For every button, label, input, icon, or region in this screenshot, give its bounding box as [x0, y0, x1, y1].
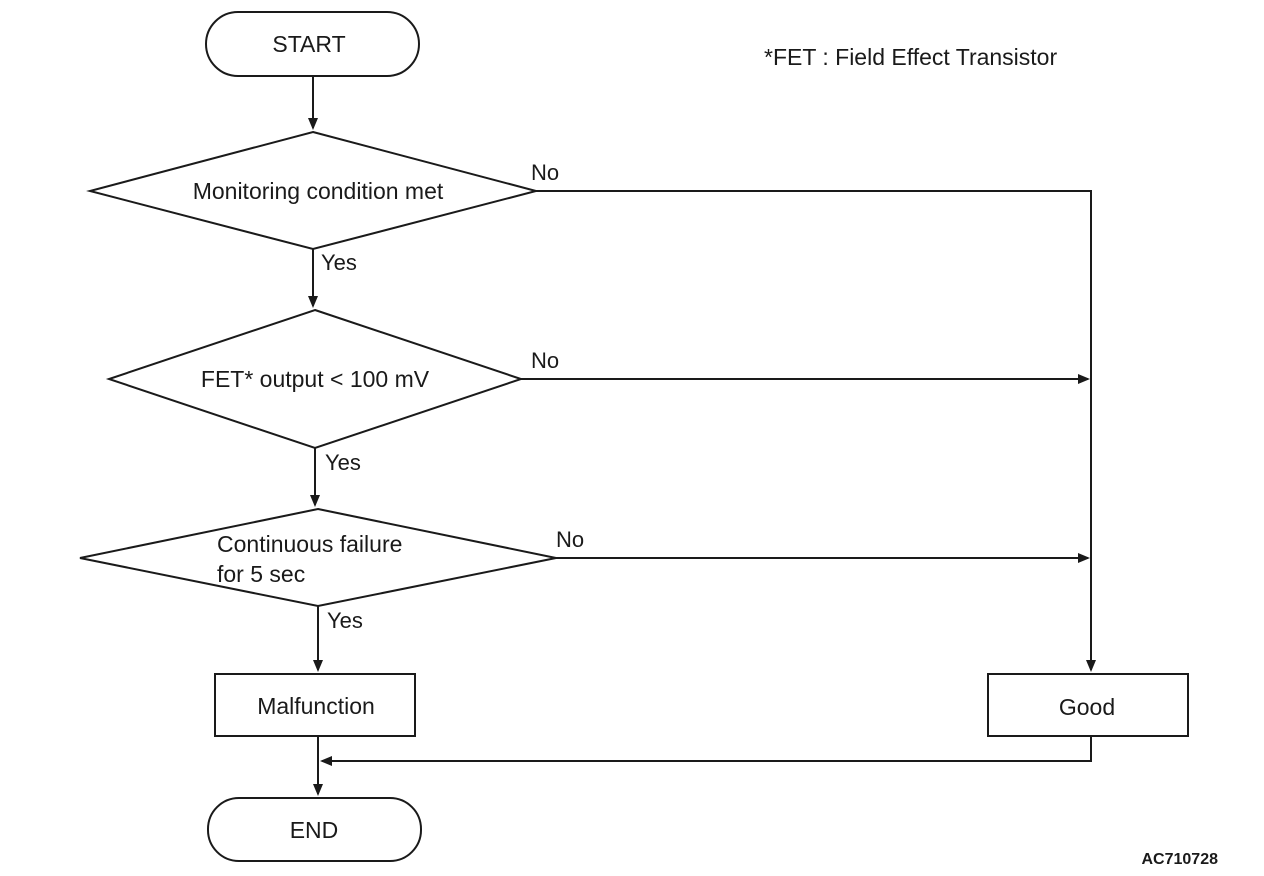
end-label: END — [290, 817, 339, 843]
arrow-no-path-to-good — [536, 190, 1096, 672]
footnote: *FET : Field Effect Transistor — [764, 44, 1057, 70]
end-terminal — [207, 797, 422, 862]
edge-label-continuous-no: No — [556, 527, 584, 552]
decision-continuous-failure-line2: for 5 sec — [217, 561, 305, 587]
edge-label-monitoring-yes: Yes — [321, 250, 357, 275]
edge-label-fet-no: No — [531, 348, 559, 373]
figure-code: AC710728 — [1142, 851, 1219, 868]
edge-label-fet-yes: Yes — [325, 450, 361, 475]
decision-fet-output-label: FET* output < 100 mV — [201, 366, 430, 392]
good-label: Good — [1059, 694, 1115, 720]
arrow-good-to-end — [320, 736, 1092, 766]
decision-monitoring-label: Monitoring condition met — [193, 178, 444, 204]
malfunction-label: Malfunction — [257, 693, 375, 719]
malfunction-box — [214, 673, 416, 737]
good-box — [987, 673, 1189, 737]
start-label: START — [272, 31, 345, 57]
edge-label-monitoring-no: No — [531, 160, 559, 185]
decision-continuous-failure-line1: Continuous failure — [217, 531, 402, 557]
decision-continuous-failure — [79, 507, 557, 608]
edge-label-continuous-yes: Yes — [327, 608, 363, 633]
